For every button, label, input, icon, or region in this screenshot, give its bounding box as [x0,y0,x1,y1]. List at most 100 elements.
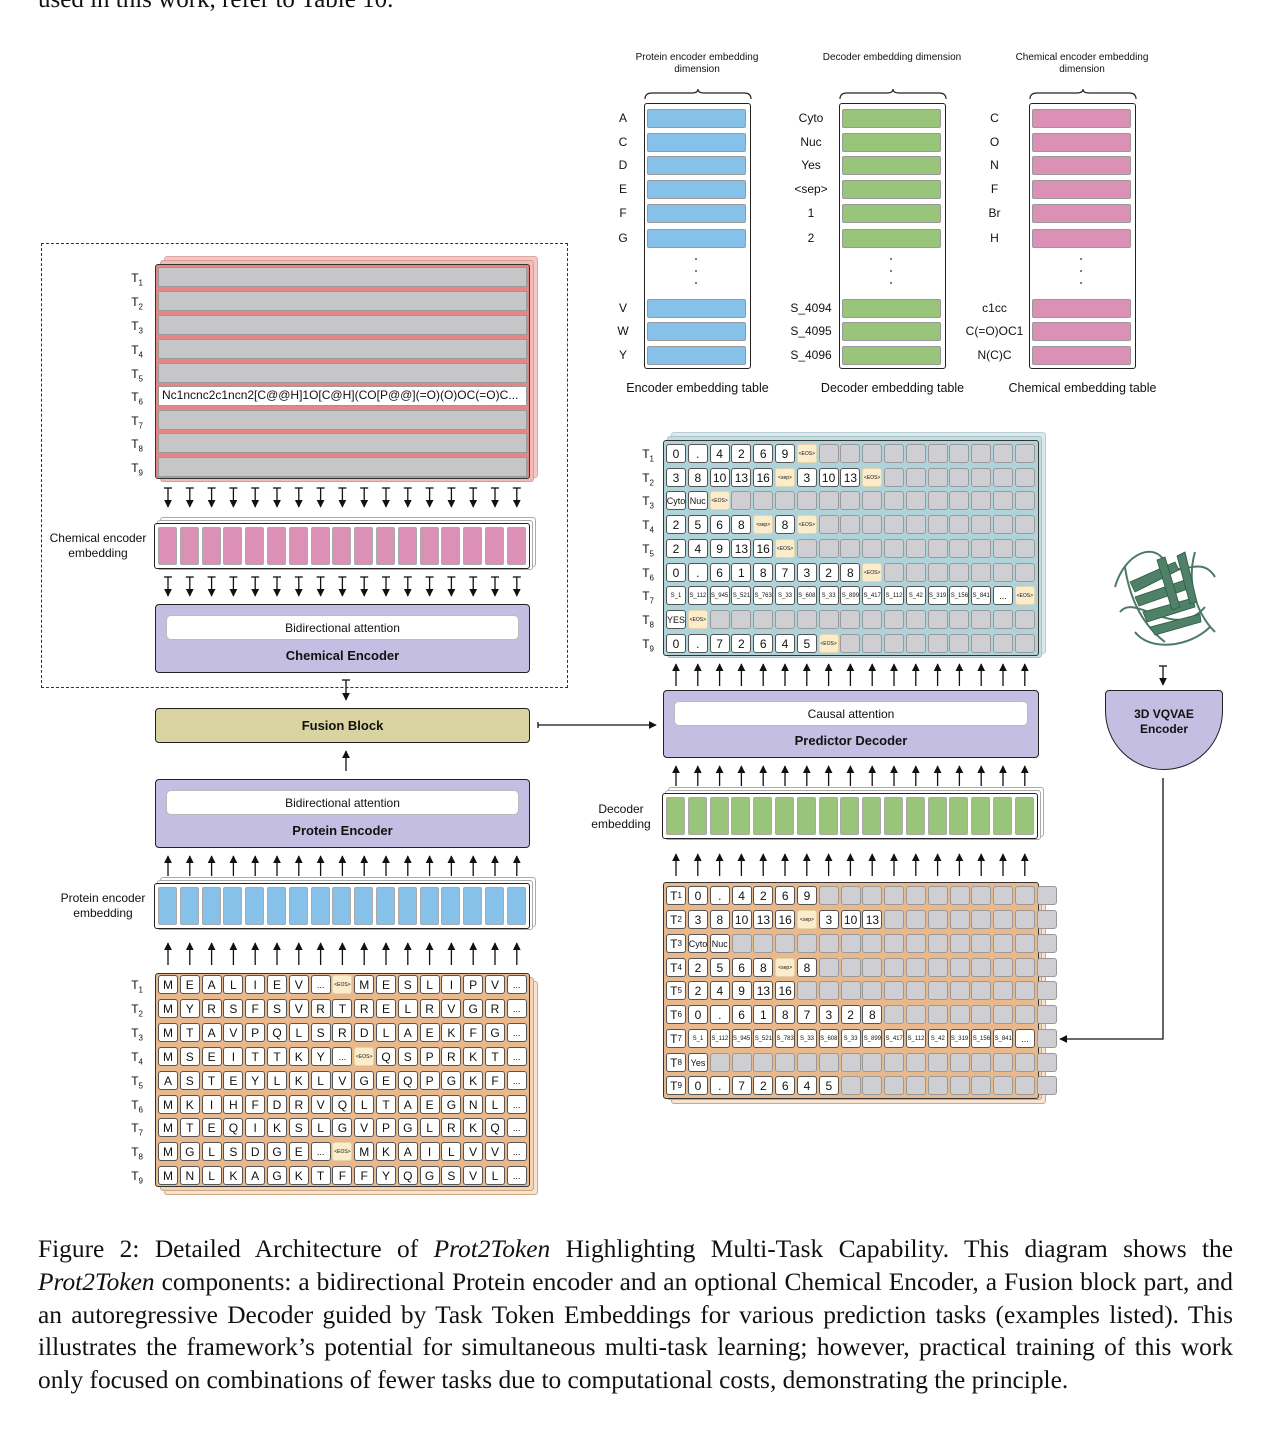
empty-cell [993,934,1014,953]
decoder-output-token-cell: . [687,634,708,653]
chem-input-row [158,315,527,335]
empty-cell [1015,958,1035,977]
empty-cell [884,563,904,582]
empty-cell [1015,886,1035,905]
empty-cell [949,1005,970,1024]
empty-cell [818,515,839,534]
vocab-token-label: C [990,111,999,125]
empty-cell [971,468,992,487]
empty-cell [905,515,926,534]
embedding-token-vector [666,797,685,835]
empty-cell [927,958,948,977]
protein-token-cell: T [245,1047,266,1066]
empty-cell [993,610,1013,629]
decoder-output-token-cell: 3 [796,563,817,582]
empty-cell [753,934,774,953]
embedding-table-title: Chemical embedding table [1008,381,1157,395]
empty-cell [971,886,992,905]
empty-cell [1015,934,1035,953]
protein-token-cell: E [419,1023,440,1042]
empty-cell [927,1005,948,1024]
embedding-token-vector [796,797,816,835]
decoder-input-token-cell: S_783 [775,1029,796,1048]
vocab-token-label: W [617,324,629,338]
protein-token-cell: M [158,1118,178,1137]
protein-token-cell: F [485,1071,505,1090]
decoder-output-token-cell: <EOS> [796,515,817,534]
protein-token-cell: K [463,1118,484,1137]
embedding-token-vector [731,797,751,835]
empty-cell [949,886,970,905]
protein-token-cell: M [158,1095,178,1114]
empty-cell [862,491,883,510]
protein-token-cell: A [397,1095,418,1114]
protein-token-cell: ... [506,1118,527,1137]
protein-token-cell: P [419,1047,440,1066]
empty-cell [796,491,817,510]
empty-cell [884,958,905,977]
empty-cell [818,491,839,510]
protein-token-cell: A [397,1023,418,1042]
protein-token-cell: G [463,999,484,1018]
embedding-token-vector [288,887,308,925]
decoder-output-token-cell: S_1 [666,586,686,605]
empty-cell [905,539,926,558]
empty-cell [949,468,970,487]
decoder-output-task-label: T1 [642,447,654,464]
protein-token-cell: R [332,1023,353,1042]
empty-cell [927,491,948,510]
protein-token-cell: N [463,1095,484,1114]
ellipsis-dot [890,270,892,272]
decoder-input-token-cell: 9 [797,886,817,905]
protein-token-cell: <EOS> [332,1142,353,1161]
decoder-output-token-cell: 4 [775,634,795,653]
ellipsis-dot [695,270,697,272]
protein-token-cell: R [441,1047,462,1066]
protein-token-cell: I [223,1047,244,1066]
embedding-token-vector [158,527,177,565]
empty-cell [862,634,883,653]
caption-title-pre: Detailed Architecture of [154,1235,434,1263]
empty-cell [905,610,926,629]
empty-cell [797,981,817,1000]
protein-token-cell: L [201,1142,222,1161]
protein-token-cell: ... [310,1142,331,1161]
protein-token-cell: A [397,1142,418,1161]
decoder-output-task-label: T9 [642,637,654,654]
empty-cell [993,1053,1014,1072]
decoder-output-token-cell: 0 [666,444,686,463]
protein-token-cell: ... [506,1166,527,1185]
protein-token-cell: M [354,975,375,994]
vocab-token-label: N(C)C [977,348,1012,362]
empty-cell [927,539,948,558]
ellipsis-dot [695,258,697,260]
chem-task-label: T6 [131,390,143,407]
empty-cell [818,539,839,558]
decoder-output-token-cell: S_156 [949,586,970,605]
decoder-input-token-cell: 16 [775,981,796,1000]
empty-cell [796,610,817,629]
protein-token-cell: M [158,999,178,1018]
empty-cell [927,1076,948,1095]
protein-token-cell: F [245,999,266,1018]
empty-cell [1036,910,1057,929]
protein-token-cell: V [441,999,462,1018]
decoder-output-token-cell: S_763 [753,586,774,605]
empty-cell [1015,1076,1035,1095]
protein-token-cell: A [201,975,222,994]
empty-cell [775,934,796,953]
empty-cell [927,1053,948,1072]
decoder-input-token-cell: S_33 [797,1029,817,1048]
empty-cell [1014,444,1035,463]
embedding-token-vector [506,887,526,925]
embedding-token-vector [310,887,330,925]
empty-cell [753,1053,774,1072]
empty-cell [906,886,926,905]
empty-cell [905,634,926,653]
embedding-table-title: Encoder embedding table [626,381,769,395]
decoder-input-token-cell: Nuc [709,934,730,953]
empty-cell [927,910,948,929]
vocab-token-label: C(=O)OC1 [965,324,1024,338]
protein-token-cell: S [223,999,244,1018]
